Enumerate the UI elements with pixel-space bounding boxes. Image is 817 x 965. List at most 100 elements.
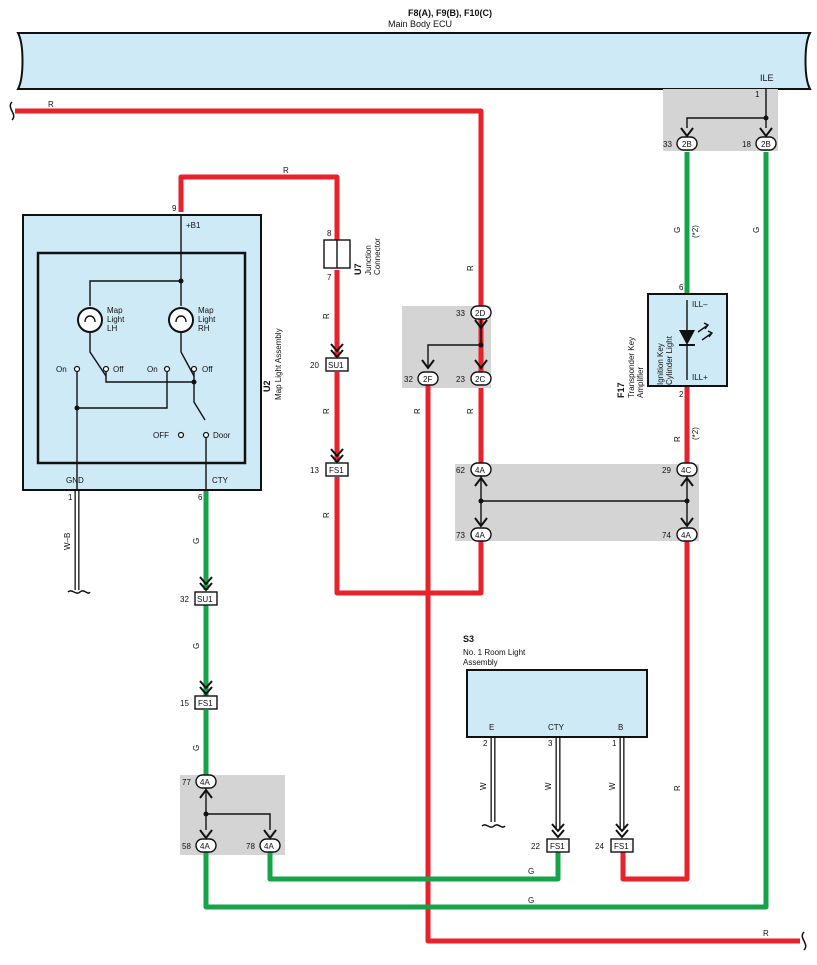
s3-pin-b: B (618, 723, 623, 732)
label-r-su1: R (322, 408, 331, 414)
junction-connector-u7 (323, 239, 351, 269)
ecu-internal (680, 89, 773, 138)
connector-fs1-13: FS1 13 (310, 448, 349, 477)
label-g-cty: G (192, 538, 201, 544)
label-g-fs1: G (192, 745, 201, 751)
svg-text:78: 78 (246, 842, 255, 851)
svg-text:4A: 4A (200, 778, 210, 787)
svg-text:FS1: FS1 (198, 699, 213, 708)
wire-r-b1 (178, 174, 340, 240)
svg-text:32: 32 (180, 595, 189, 604)
connector-4a-58: 4A 58 (182, 838, 217, 853)
svg-text:73: 73 (456, 531, 465, 540)
break-mark-top (9, 101, 15, 121)
break-mark-bottom (801, 931, 807, 951)
label-r-bottom: R (763, 929, 769, 938)
junction-4-internal (474, 476, 694, 528)
label-g-su1: G (192, 643, 201, 649)
break-mark-gnd (67, 590, 91, 594)
u2-cty-pin: 6 (198, 493, 203, 502)
label-r-top: R (48, 100, 54, 109)
connector-2b-18: 2B 18 (742, 136, 777, 151)
ecu-pin-number: 1 (755, 90, 760, 99)
connector-fs1-15: FS1 15 (180, 680, 218, 710)
connector-4a-78: 4A 78 (246, 838, 281, 853)
svg-text:33: 33 (663, 140, 672, 149)
svg-text:62: 62 (456, 466, 465, 475)
map-light-assembly (22, 214, 262, 491)
connector-4c-29: 4C 29 (662, 462, 698, 477)
ecu-connectors-label: F8(A), F9(B), F10(C) (408, 8, 492, 18)
lamp-rh-l1: Map (198, 306, 214, 315)
wire-r-4a-fs1 (620, 541, 690, 882)
switch-rh-on: On (147, 365, 158, 374)
junction-block-4 (455, 464, 699, 541)
connector-2d-33: 2D 33 (456, 305, 492, 320)
room-light-assembly (466, 669, 648, 738)
switch-door: Door (213, 431, 231, 440)
break-mark-e (481, 824, 506, 828)
u7-id: U7 (353, 263, 363, 275)
label-note2-r: (*2) (691, 427, 700, 440)
connector-fs1-22: FS1 22 (531, 823, 570, 853)
s3-name-l2: Assembly (463, 658, 498, 667)
svg-text:22: 22 (531, 842, 540, 851)
label-r-4a: R (673, 785, 682, 791)
svg-text:2C: 2C (475, 375, 485, 384)
connector-2c-23: 2C 23 (456, 371, 492, 386)
svg-text:23: 23 (456, 375, 465, 384)
u7-name-l1: Junction (364, 245, 373, 275)
svg-text:SU1: SU1 (197, 595, 213, 604)
s3-pin-b-no: 1 (612, 739, 617, 748)
svg-text:58: 58 (182, 842, 191, 851)
label-w-e: W (479, 782, 488, 790)
u2-id: U2 (262, 380, 272, 392)
svg-text:20: 20 (310, 361, 319, 370)
label-w-b: W (608, 782, 617, 790)
switch-off-caps: OFF (153, 431, 169, 440)
lamp-rh-l2: Light (198, 315, 216, 324)
s3-pin-cty: CTY (548, 723, 565, 732)
label-r-fs1: R (322, 512, 331, 518)
f17-pin-top: 6 (679, 283, 684, 292)
connector-2b-33: 2B 33 (663, 136, 698, 151)
lamp-rh-l3: RH (198, 324, 210, 333)
svg-text:FS1: FS1 (550, 842, 565, 851)
wire-g-4a-fs1 (267, 852, 561, 882)
f17-ill-minus: ILL– (692, 300, 708, 309)
connector-4a-77: 4A 77 (182, 774, 217, 789)
u2-b1-label: +B1 (186, 221, 201, 230)
u2-b1-pin: 9 (172, 204, 177, 213)
s3-pin-cty-no: 3 (548, 739, 553, 748)
svg-text:2B: 2B (761, 140, 771, 149)
label-g-2b: G (673, 227, 682, 233)
f17-id: F17 (616, 382, 626, 398)
label-r-2c: R (466, 408, 475, 414)
f17-inner-l2: Cylinder Light (665, 335, 674, 385)
f17-name-l1: Transponder Key (627, 337, 636, 398)
s3-pin-e: E (489, 723, 494, 732)
switch-rh-off: Off (202, 365, 213, 374)
u2-gnd-label: GND (66, 476, 84, 485)
svg-text:4A: 4A (681, 531, 691, 540)
junction-4a-internal (199, 788, 277, 840)
wire-r-fs1-4a (334, 477, 484, 596)
svg-text:4A: 4A (264, 842, 274, 851)
label-r-u7: R (322, 313, 331, 319)
f17-inner-l1: Ignition Key (656, 343, 665, 385)
svg-text:74: 74 (662, 531, 671, 540)
svg-text:4C: 4C (681, 466, 691, 475)
svg-text:2F: 2F (423, 375, 432, 384)
connector-4a-74: 4A 74 (662, 527, 698, 542)
label-r-2d: R (466, 265, 475, 271)
f17-pin-bottom: 2 (679, 390, 684, 399)
u2-name: Map Light Assembly (274, 328, 283, 400)
svg-text:13: 13 (310, 466, 319, 475)
u7-pin-top: 8 (327, 229, 332, 238)
main-body-ecu (16, 32, 812, 90)
f17-name-l2: Amplifier (636, 367, 645, 398)
wire-g-2b-4a (203, 152, 769, 910)
wire-r-bottom (425, 385, 800, 944)
svg-text:24: 24 (595, 842, 604, 851)
